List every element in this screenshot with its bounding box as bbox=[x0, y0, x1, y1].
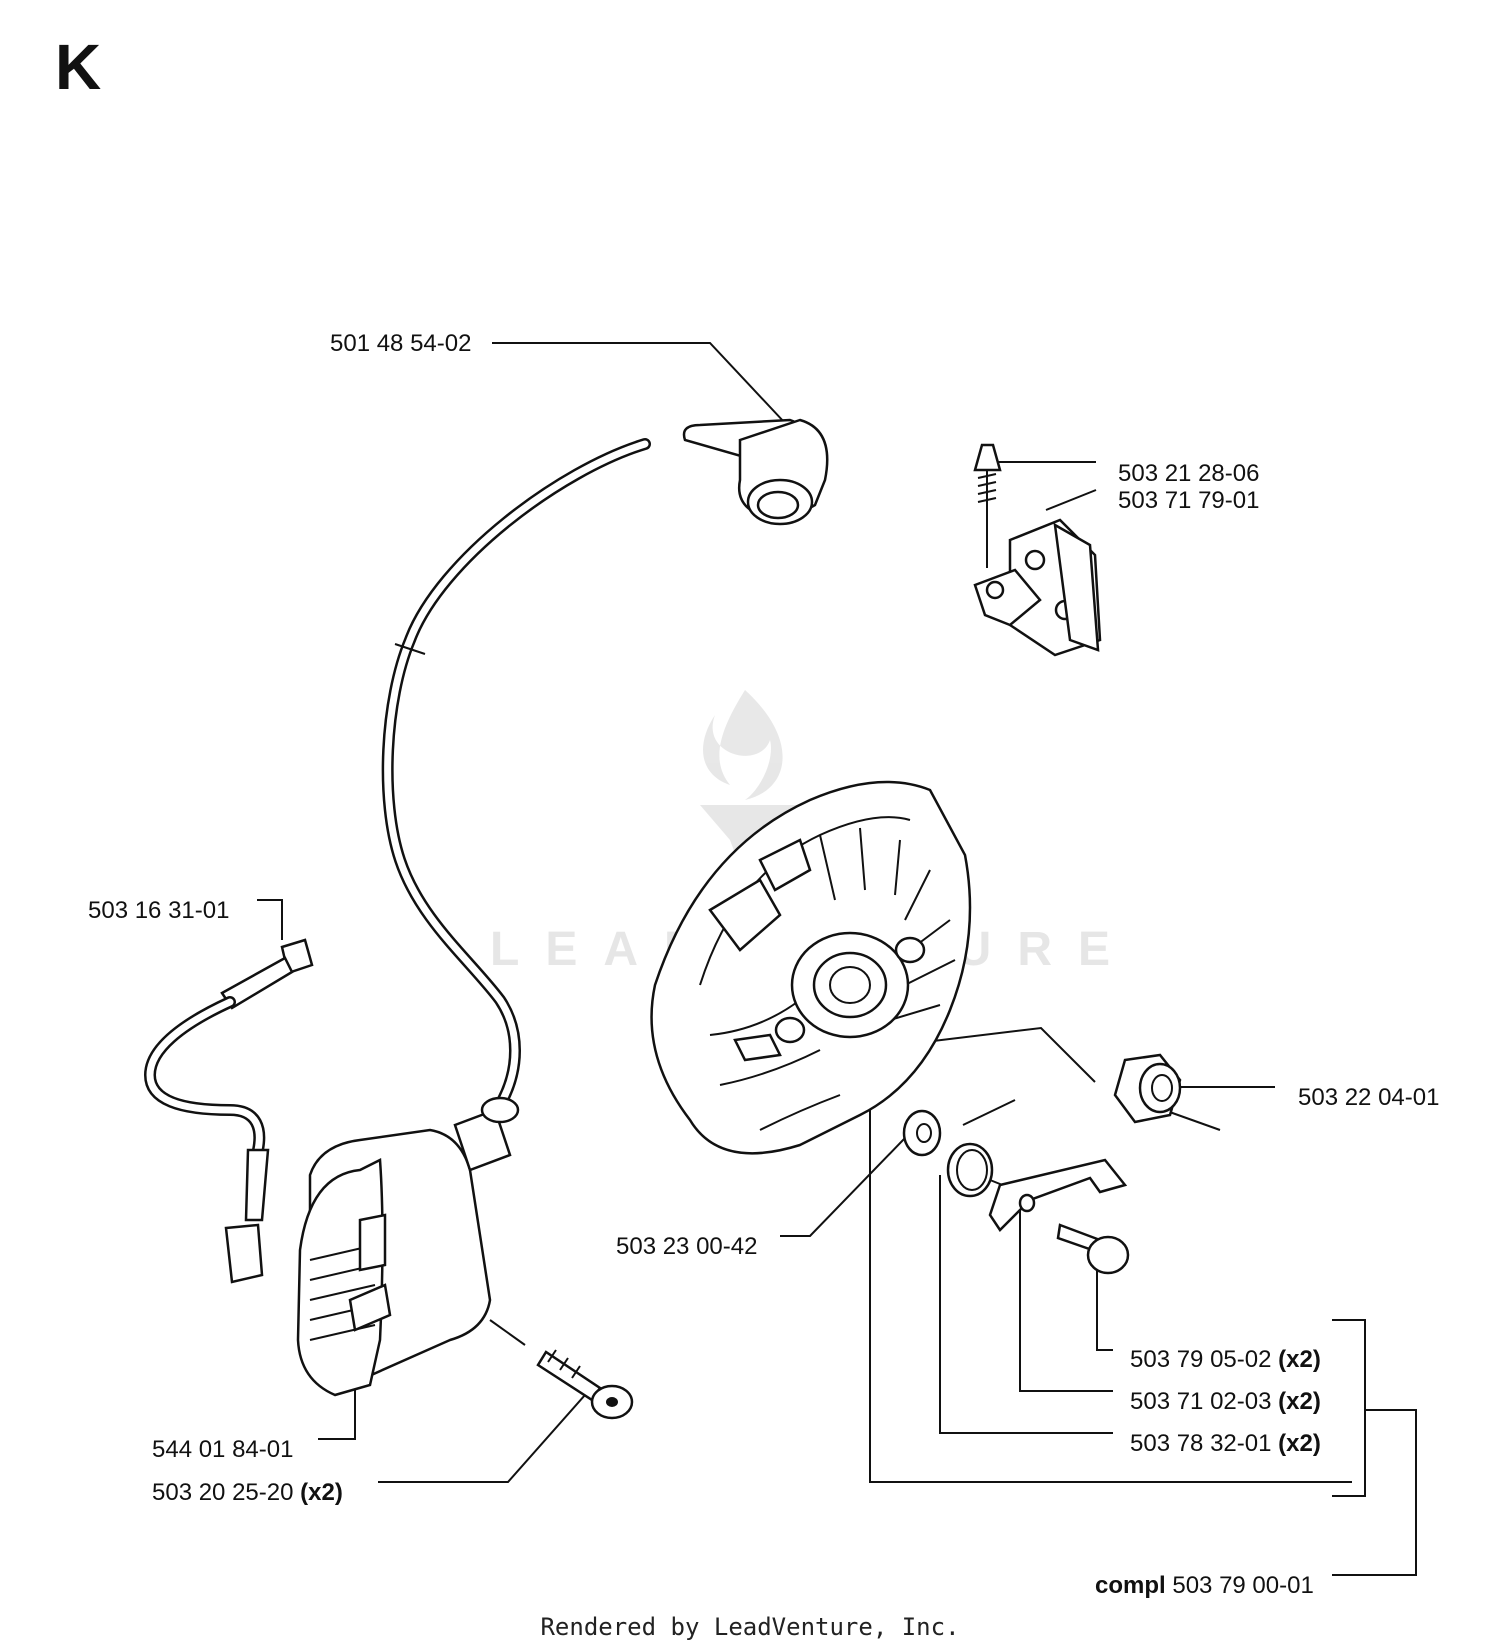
pawl-screw bbox=[1056, 1223, 1130, 1275]
part-label-503-71-02-03[interactable]: 503 71 02-03 (x2) bbox=[1130, 1388, 1321, 1415]
part-label-503-23-00-42[interactable]: 503 23 00-42 bbox=[616, 1233, 758, 1260]
section-letter: K bbox=[55, 31, 102, 103]
washer bbox=[902, 1109, 942, 1157]
coil-screw bbox=[536, 1349, 634, 1420]
flywheel bbox=[650, 780, 972, 1155]
module-bracket bbox=[973, 443, 1102, 657]
part-label-503-79-05-02[interactable]: 503 79 05-02 (x2) bbox=[1130, 1346, 1321, 1373]
part-label-501-48-54-02[interactable]: 501 48 54-02 bbox=[330, 330, 472, 357]
kit-label-503-79-00-01[interactable]: compl 503 79 00-01 bbox=[1095, 1572, 1314, 1599]
flywheel-nut bbox=[1113, 1053, 1182, 1124]
ignition-coil bbox=[296, 1096, 520, 1397]
quantity-badge: (x2) bbox=[300, 1479, 343, 1506]
kit-prefix: compl bbox=[1095, 1572, 1166, 1599]
quantity-badge: (x2) bbox=[1278, 1388, 1321, 1415]
quantity-badge: (x2) bbox=[1278, 1430, 1321, 1457]
footer-credit: Rendered by LeadVenture, Inc. bbox=[540, 1613, 960, 1641]
part-label-503-71-79-01[interactable]: 503 71 79-01 bbox=[1118, 487, 1260, 514]
part-label-503-22-04-01[interactable]: 503 22 04-01 bbox=[1298, 1084, 1440, 1111]
part-label-503-20-25-20[interactable]: 503 20 25-20 (x2) bbox=[152, 1479, 343, 1506]
ignition-lead bbox=[381, 438, 651, 1111]
connector-wire bbox=[143, 938, 314, 1284]
spark-plug-boot bbox=[682, 418, 829, 526]
part-label-503-16-31-01[interactable]: 503 16 31-01 bbox=[88, 897, 230, 924]
part-label-503-78-32-01[interactable]: 503 78 32-01 (x2) bbox=[1130, 1430, 1321, 1457]
part-label-544-01-84-01[interactable]: 544 01 84-01 bbox=[152, 1436, 294, 1463]
quantity-badge: (x2) bbox=[1278, 1346, 1321, 1373]
part-label-503-21-28-06[interactable]: 503 21 28-06 bbox=[1118, 460, 1260, 487]
starter-pawl bbox=[988, 1158, 1128, 1232]
